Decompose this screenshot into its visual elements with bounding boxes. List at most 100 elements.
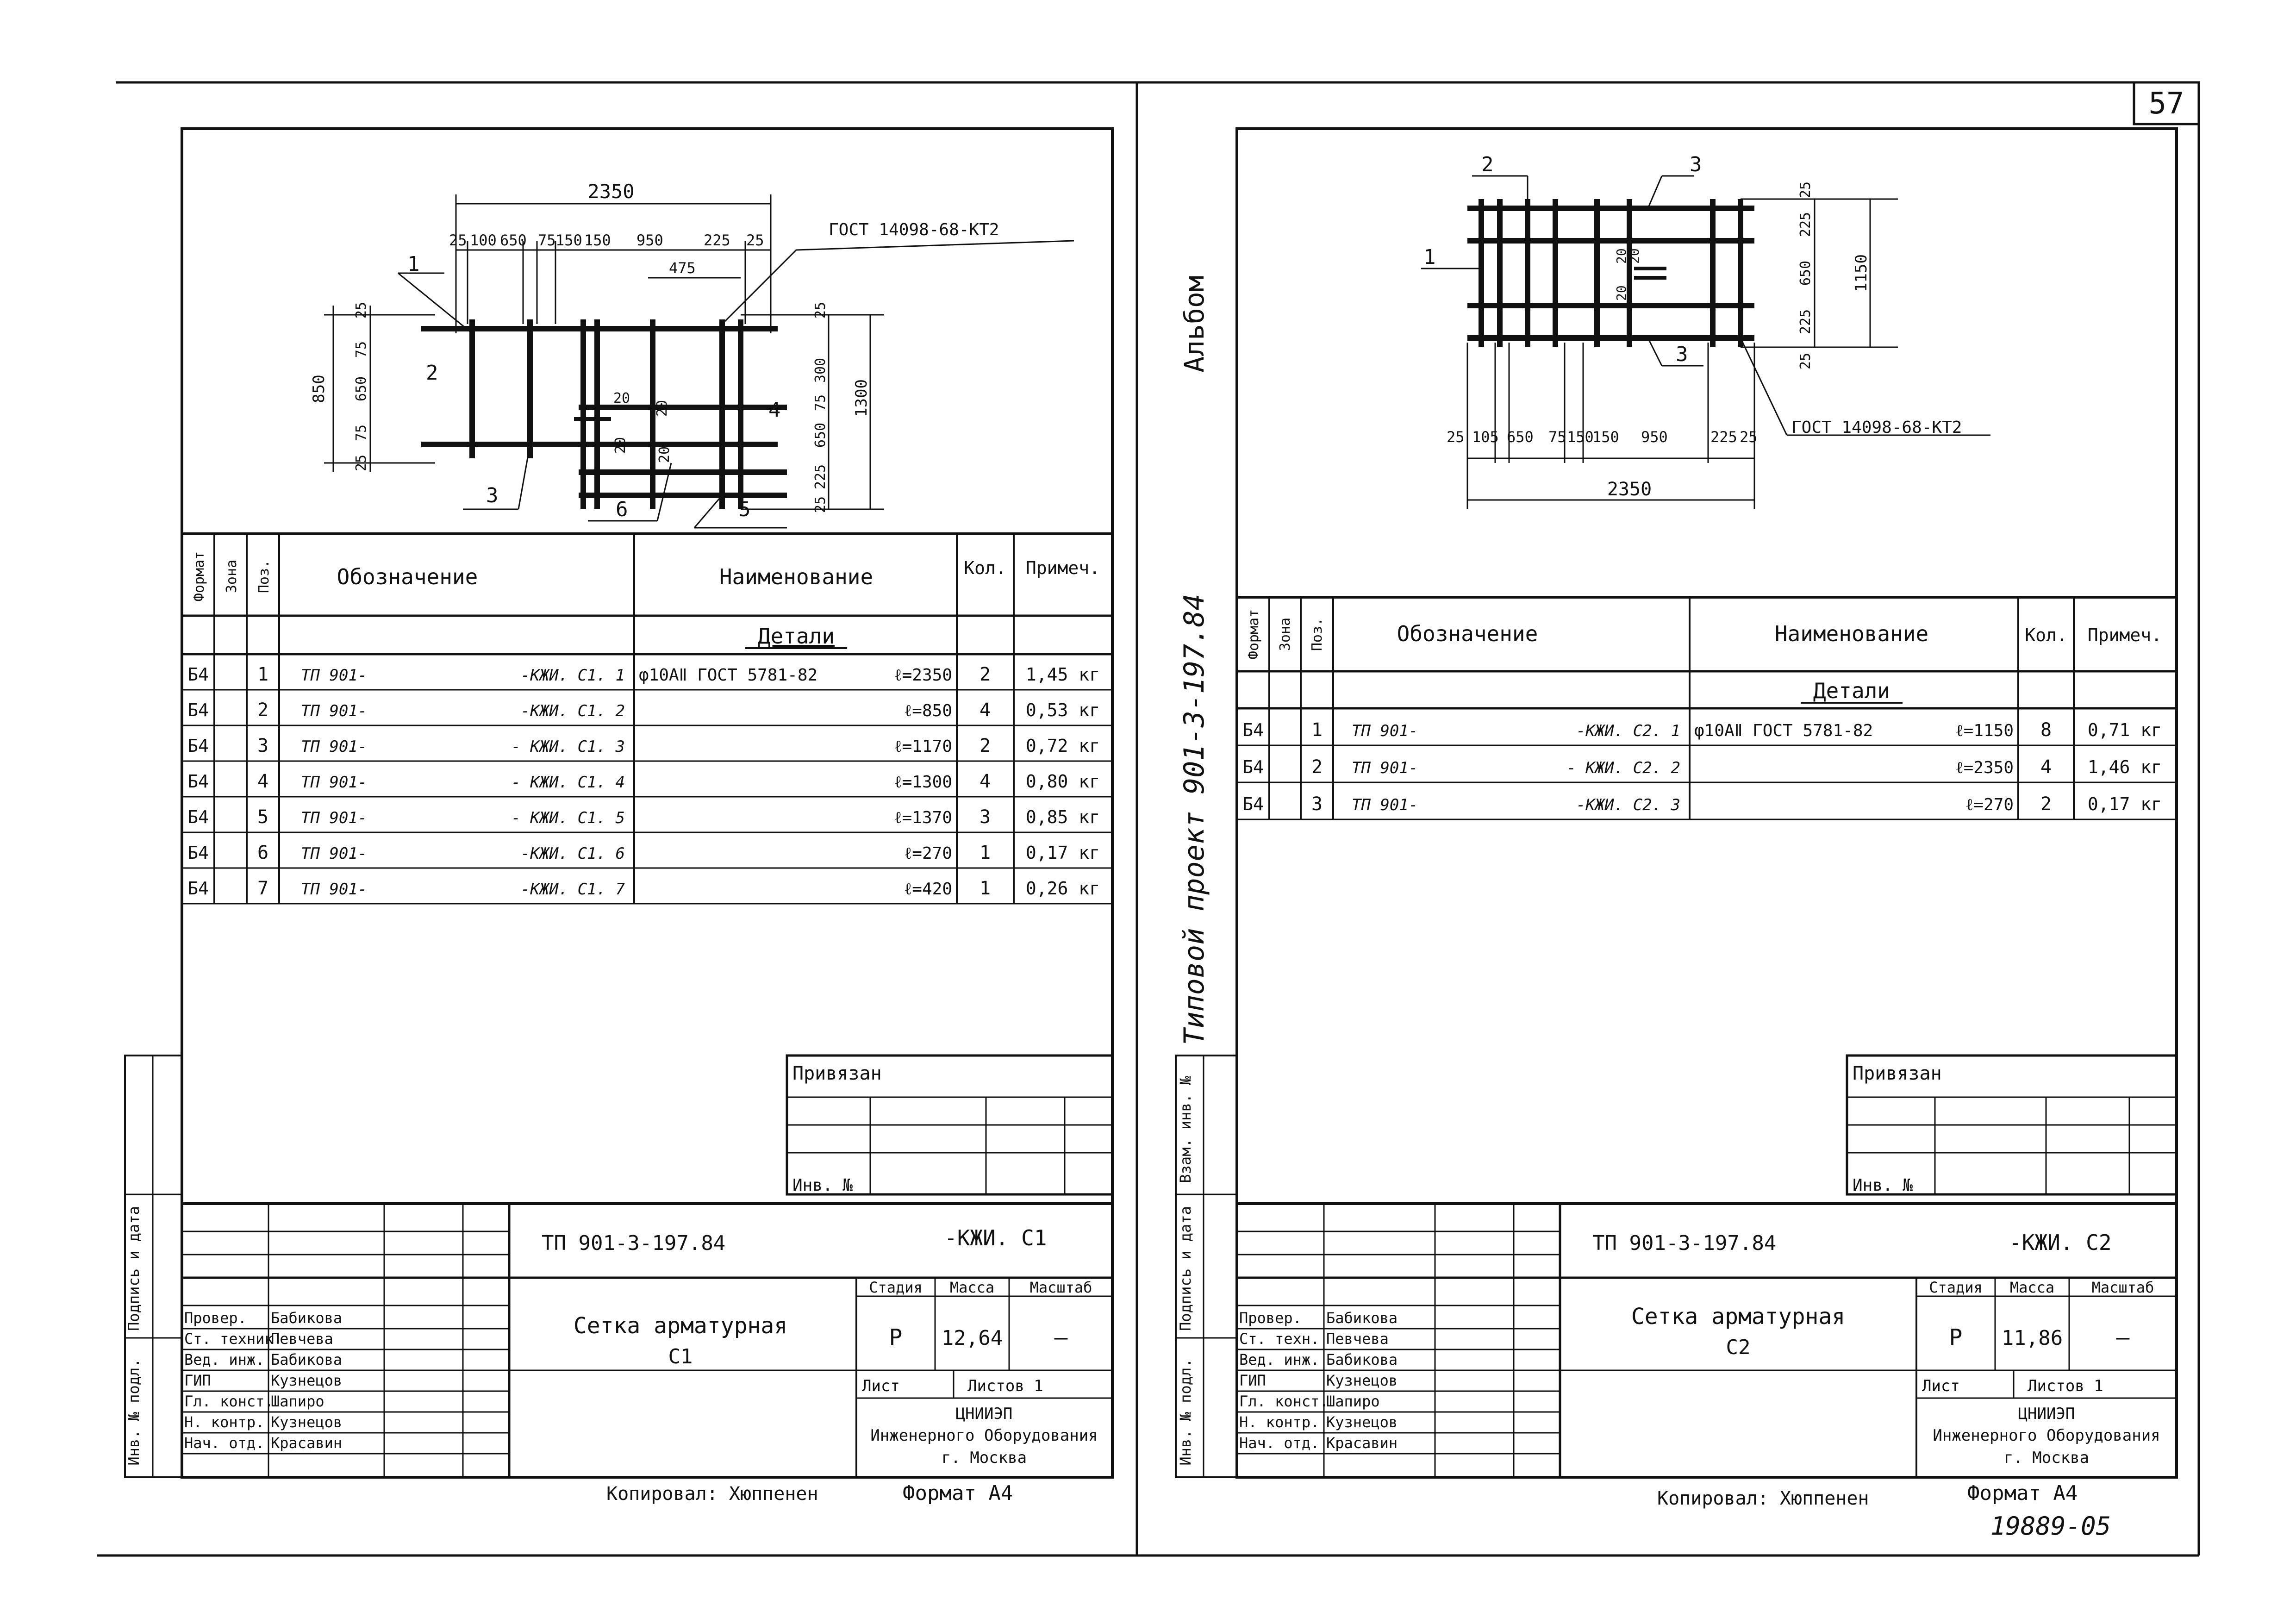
staff-role: Гл. конст. xyxy=(1239,1393,1329,1410)
c1-pos-3: 3 xyxy=(486,484,499,507)
c2-dim-bot-1: 25 xyxy=(1447,428,1465,446)
spec-row-qty: 1 xyxy=(980,842,991,863)
spec-row-pos: 1 xyxy=(257,664,268,685)
c1-hdr-name: Наименование xyxy=(719,564,873,589)
staff-name: Красавин xyxy=(271,1434,342,1452)
sheet-c2: Инв. № подл. Подпись и дата Взам. инв. № xyxy=(1175,127,2178,1541)
album-title: Типовой проект 901-3-197.84 xyxy=(1178,593,1210,1045)
c1-pos-4: 4 xyxy=(768,398,781,422)
c2-privyazan: Привязан xyxy=(1853,1063,1942,1084)
c1-dim-left-overall: 850 xyxy=(310,375,328,403)
c2-side-label-vzam: Взам. инв. № xyxy=(1177,1076,1194,1183)
c2-sheet-label: Лист xyxy=(1922,1377,1960,1395)
c1-dim-right-5: 225 xyxy=(812,464,829,489)
c2-dim-bot-5: 150 xyxy=(1567,428,1594,446)
c1-dim-right-2: 300 xyxy=(812,358,829,383)
c1-pos-5: 5 xyxy=(738,498,751,521)
c2-inv-no: Инв. № xyxy=(1853,1176,1913,1195)
c1-inner-20-1: 20 xyxy=(613,390,630,406)
c1-dim-left-1: 25 xyxy=(353,302,369,319)
c1-dim-475: 475 xyxy=(669,259,696,277)
spec-row-note: 0,17 кг xyxy=(2088,794,2162,814)
spec-row-name: φ10АⅡ ГОСТ 5781-82 xyxy=(1694,721,1873,740)
staff-name: Кузнецов xyxy=(1326,1372,1398,1389)
c2-hdr-desig: Обозначение xyxy=(1397,621,1538,646)
c2-hdr-qty: Кол. xyxy=(2025,625,2067,645)
staff-role: Нач. отд. xyxy=(184,1434,264,1452)
c1-dim-top-4: 75 xyxy=(538,231,556,249)
c1-hdr-qty: Кол. xyxy=(964,558,1006,578)
c1-stage: Р xyxy=(889,1324,903,1350)
c1-project-code: ТП 901-3-197.84 xyxy=(542,1231,725,1255)
mesh-drawing-c2 xyxy=(1421,175,1990,509)
c2-dim-right-overall: 1150 xyxy=(1852,254,1871,292)
c1-dim-top-5: 150 xyxy=(555,231,582,249)
c2-side-label-inv-podl: Инв. № подл. xyxy=(1177,1358,1194,1465)
c1-top-dims: 25 100 650 75 150 150 950 225 25 xyxy=(449,231,764,249)
spec-row-format: Б4 xyxy=(187,700,209,720)
c1-title-line2: С1 xyxy=(668,1345,693,1368)
c1-gost-label: ГОСТ 14098-68-КТ2 xyxy=(829,220,999,239)
c1-overall-width: 2350 xyxy=(587,180,634,203)
spec-row-format: Б4 xyxy=(187,878,209,899)
c1-scale-header: Масштаб xyxy=(1030,1279,1092,1296)
spec-row-desig-b: - КЖИ. С1. 3 xyxy=(511,737,625,756)
c2-inner-20-3: 20 xyxy=(1614,285,1629,301)
staff-role: Н. контр. xyxy=(1239,1413,1319,1431)
staff-name: Шапиро xyxy=(1326,1393,1380,1410)
spec-row-desig-b: - КЖИ. С2. 2 xyxy=(1566,759,1680,777)
c1-mass: 12,64 xyxy=(942,1326,1003,1350)
spec-row-length: ℓ=850 xyxy=(904,701,952,720)
spec-row-note: 0,72 кг xyxy=(1026,736,1100,756)
c2-scale-header: Масштаб xyxy=(2092,1279,2154,1296)
c1-dim-right-4: 650 xyxy=(812,423,829,448)
c1-org-line3: г. Москва xyxy=(942,1449,1027,1467)
c2-dim-bot-2: 105 xyxy=(1472,428,1499,446)
staff-name: Кузнецов xyxy=(1326,1413,1398,1431)
c2-inner-20-1: 20 xyxy=(1614,248,1629,264)
album-prefix: Альбом xyxy=(1179,275,1210,373)
c1-dim-top-1: 25 xyxy=(449,231,467,249)
c2-dim-bot-4: 75 xyxy=(1548,428,1566,446)
spec-row-length: ℓ=1370 xyxy=(894,808,952,827)
privyazan-block-c2: Привязан Инв. № xyxy=(1846,1054,2178,1196)
c2-mass: 11,86 xyxy=(2002,1326,2063,1350)
spec-row-length: ℓ=1170 xyxy=(894,737,952,756)
spec-row-desig-a: ТП 901- xyxy=(301,737,367,756)
c1-pos-6: 6 xyxy=(616,498,628,521)
spec-row-desig-a: ТП 901- xyxy=(301,666,367,685)
c1-hdr-desig: Обозначение xyxy=(337,564,478,589)
c2-dim-bot-7: 950 xyxy=(1641,428,1668,446)
staff-name: Певчева xyxy=(1326,1330,1389,1348)
c2-org-line2: Инженерного Оборудования xyxy=(1933,1426,2160,1445)
c1-right-dims: 25 300 75 650 225 25 1300 xyxy=(812,302,871,513)
c1-sheet-code: -КЖИ. С1 xyxy=(944,1225,1047,1250)
staff-name: Шапиро xyxy=(271,1393,324,1410)
staff-role: Провер. xyxy=(184,1309,247,1327)
c2-project-code: ТП 901-3-197.84 xyxy=(1592,1231,1776,1255)
c1-dim-top-7: 950 xyxy=(636,231,663,249)
c2-overall-width: 2350 xyxy=(1607,479,1652,500)
spec-row-qty: 2 xyxy=(2040,793,2052,815)
spec-row-note: 1,45 кг xyxy=(1026,664,1100,685)
spec-row-desig-a: ТП 901- xyxy=(1352,796,1418,814)
c2-dim-right-5: 25 xyxy=(1797,353,1814,369)
c2-pos-3: 3 xyxy=(1690,153,1702,176)
staff-name: Красавин xyxy=(1326,1434,1398,1452)
spec-row-note: 0,17 кг xyxy=(1026,843,1100,863)
c2-position-markers: 1 2 3 3 xyxy=(1423,153,1702,366)
c1-scale: — xyxy=(1054,1324,1068,1350)
c1-dim-left-3: 650 xyxy=(353,376,369,401)
c1-left-dims: 850 25 75 650 75 25 xyxy=(310,302,369,471)
spec-row-format: Б4 xyxy=(187,664,209,685)
c1-dim-right-3: 75 xyxy=(812,394,829,411)
c2-dim-bot-9: 25 xyxy=(1740,428,1758,446)
c1-format-label: Формат А4 xyxy=(903,1481,1013,1505)
c1-mass-header: Масса xyxy=(950,1279,994,1296)
c2-org-line3: г. Москва xyxy=(2004,1449,2089,1467)
spec-row-qty: 4 xyxy=(980,700,991,721)
c1-position-markers: 1 2 3 4 5 6 xyxy=(407,252,781,521)
spec-row-note: 0,80 кг xyxy=(1026,771,1100,792)
spec-row-desig-a: ТП 901- xyxy=(301,702,367,720)
